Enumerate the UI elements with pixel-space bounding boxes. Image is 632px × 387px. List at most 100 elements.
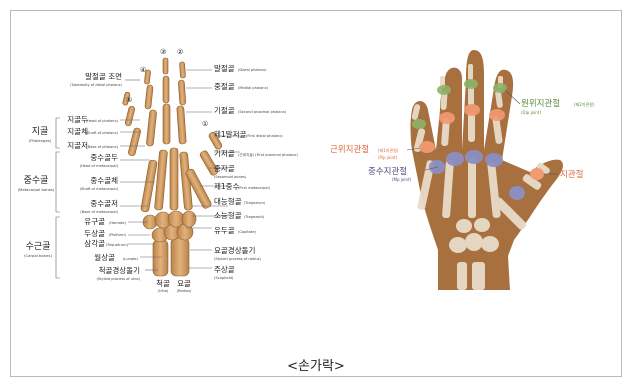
label-thumb-joint: 지관절 <box>560 169 584 180</box>
label-distal-phalanx-en: (Distal phalanx) <box>238 68 267 72</box>
radius-bone <box>171 238 189 276</box>
label-dip-joint: 원위지관절 <box>521 98 560 109</box>
forearm-labels: 척골 (Ulna) 요골 (Radius) <box>156 279 192 293</box>
label-trapezoid-en: (Trapezoid) <box>244 215 265 219</box>
label-pip-joint-en: (Pip joint) <box>378 155 398 160</box>
label-capitate: 유두골 <box>214 226 235 235</box>
label-medial-phalanx-en: (Medial phalanx) <box>238 86 269 90</box>
label-first-metacarpal-en: (First metacarpal) <box>238 186 271 190</box>
finger-number-2: ② <box>177 48 183 56</box>
phalanx-bone <box>179 62 185 78</box>
label-mcp-joint: 중수지관절 <box>368 166 407 177</box>
thumb-joint-marker <box>530 168 544 180</box>
label-hamate: 유구골 <box>84 217 105 226</box>
label-first-proximal-phalanx: 기저골 <box>214 149 235 158</box>
label-styloid-radius: 요골경상돌기 <box>214 245 255 255</box>
silhouette-hand <box>411 50 563 290</box>
pip-joint-marker <box>464 104 480 116</box>
label-pisiform-en: (Pisiform) <box>109 233 127 237</box>
phalanx-bone <box>163 76 169 103</box>
label-distal-phalanx: 말절골 <box>214 64 235 73</box>
label-styloid-radius-en: (Styloid process of radius) <box>214 257 262 261</box>
label-tuberosity-en: (Tuberosity of distal phalanx) <box>70 83 123 87</box>
label-head-metacarpal: 중수골두 <box>90 153 118 162</box>
dip-joint-marker <box>464 79 478 89</box>
label-shaft-phalanx-en: (Shaft of phalanx) <box>86 131 119 135</box>
label-sesamoid-en: (Sesamoid bones) <box>214 175 247 179</box>
figure-caption: <손가락> <box>287 359 345 374</box>
mcp-joint-marker <box>446 152 464 166</box>
skeletal-hand <box>122 58 223 276</box>
label-radius-en: (Radius) <box>177 289 192 293</box>
label-triquetrum-en: (Triquetrum) <box>106 243 129 247</box>
label-ulna-en: (Ulna) <box>158 289 170 293</box>
label-base-metacarpal-en: (Base of metacarpal) <box>80 210 118 214</box>
dip-joint-marker <box>437 85 451 95</box>
label-second-proximal-phalanx-en: (Second proximal phalanx) <box>238 110 287 114</box>
label-first-distal-phalanx-en: (First distal phalanx) <box>246 134 283 138</box>
dip-joint-marker <box>412 119 426 129</box>
label-second-proximal-phalanx: 기절골 <box>214 106 235 115</box>
carpal-bone <box>182 211 196 227</box>
metacarpal-bone <box>170 148 178 210</box>
group-metacarpal-en: (Metacarpal bones) <box>18 187 55 192</box>
label-mcp-joint-en: (Mp joint) <box>392 177 412 182</box>
label-lunate: 월상골 <box>94 252 115 262</box>
label-first-distal-phalanx: 제1말저골 <box>214 130 246 139</box>
phalanx-bone <box>177 106 187 144</box>
group-phalanges: 지골 <box>32 126 49 137</box>
label-lunate-en: (Lunate) <box>123 257 139 261</box>
mcp-joint-marker <box>509 186 525 200</box>
label-medial-phalanx: 중절골 <box>214 82 235 91</box>
label-shaft-metacarpal-en: (Shaft of metacarpal) <box>80 187 119 191</box>
finger-number-1: ① <box>202 120 208 128</box>
carpal-bone <box>168 211 184 227</box>
label-scaphoid: 주상골 <box>214 264 235 274</box>
label-head-phalanx-en: (Head of phalanx) <box>86 119 119 123</box>
group-metacarpal: 중수골 <box>24 175 49 186</box>
phalanx-bone <box>163 58 168 74</box>
phalanx-bone <box>178 80 186 105</box>
label-pip-joint-paren: (제1지관절) <box>378 147 399 153</box>
label-first-proximal-phalanx-en: (근위지골) (First proximal phalanx) <box>238 152 298 157</box>
mcp-joint-marker <box>465 150 483 164</box>
label-scaphoid-en: (Scaphoid) <box>214 276 234 280</box>
label-trapezium-en: (Trapezium) <box>244 201 266 205</box>
group-carpal-en: (Carpal bones) <box>24 253 52 258</box>
skeleton-right-labels: 말절골 (Distal phalanx) 중절골 (Medial phalanx… <box>214 64 298 280</box>
pip-joint-marker <box>419 141 435 153</box>
group-carpal: 수근골 <box>26 241 51 252</box>
label-hamate-en: (Hamate) <box>109 221 127 225</box>
finger-number-5: ⑤ <box>126 96 132 104</box>
label-base-metacarpal: 중수골저 <box>90 199 118 208</box>
dip-joint-marker <box>493 83 507 93</box>
metacarpal-bone <box>154 150 167 210</box>
label-dip-joint-paren: (제2지관절) <box>574 101 595 107</box>
label-radius: 요골 <box>177 279 191 288</box>
label-pisiform: 두상골 <box>84 228 105 238</box>
group-phalanges-en: (Phalanges) <box>29 138 52 143</box>
label-ulna: 척골 <box>156 279 170 288</box>
label-capitate-en: (Capitate) <box>238 230 257 234</box>
mcp-joint-marker <box>485 153 503 167</box>
pip-joint-marker <box>439 112 455 124</box>
label-head-metacarpal-en: (Head of metacarpal) <box>80 164 119 168</box>
label-tuberosity: 말절골 조면 <box>85 71 122 81</box>
label-styloid-ulna-en: (Styloid process of ulna) <box>96 277 140 281</box>
phalanx-bone <box>146 110 157 147</box>
label-first-metacarpal: 제1중수 <box>214 182 240 191</box>
label-trapezium: 대능형골 <box>214 197 242 206</box>
pip-joint-marker <box>489 109 505 121</box>
phalanx-bone <box>163 104 170 144</box>
label-shaft-metacarpal: 중수골체 <box>90 175 118 185</box>
phalanx-bone <box>125 106 136 127</box>
label-pip-joint: 근위지관절 <box>330 144 369 155</box>
ulna-bone <box>153 240 168 276</box>
label-sesamoid: 종자골 <box>214 164 235 173</box>
group-labels: 지골 (Phalanges) 중수골 (Metacarpal bones) 수근… <box>18 126 55 258</box>
label-base-phalanx-en: (Base of phalanx) <box>86 145 118 149</box>
finger-number-3: ③ <box>160 48 166 56</box>
label-triquetrum: 삼각골 <box>84 238 105 248</box>
label-trapezoid: 소능형골 <box>214 211 242 220</box>
